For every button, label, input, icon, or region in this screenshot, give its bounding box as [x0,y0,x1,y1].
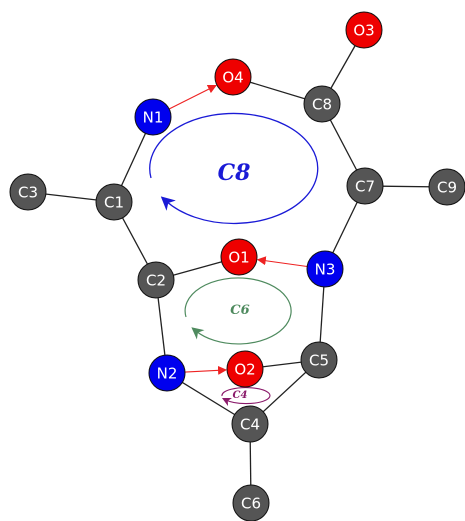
hydrogen-bonds-layer [168,85,308,375]
atom-c5: C5 [300,341,338,379]
atom-c3-node [9,173,47,211]
atom-n3-label: N3 [315,261,336,279]
atom-c5-node [300,341,338,379]
atom-c9: C9 [428,168,465,206]
atom-c8-label: C8 [312,96,332,114]
atom-n3: N3 [306,250,344,288]
atom-o2: O2 [226,350,264,388]
atom-o1-node [220,238,258,276]
atom-o2-node [226,350,264,388]
atom-o3: O3 [345,11,383,49]
atom-c4-label: C4 [240,416,260,434]
atom-n1-label: N1 [143,109,164,127]
ring-c6-label: C6 [230,303,249,318]
ring-c8-label: C8 [218,160,251,186]
atom-o1: O1 [220,238,258,276]
atom-o3-node [345,11,383,49]
hbond-n1-o4 [168,85,217,110]
atom-c6-node [232,484,270,521]
atom-c4: C4 [231,405,269,443]
atom-c2-node [137,261,175,299]
atom-o1-label: O1 [228,249,249,267]
ring-c6-arc [184,277,292,345]
atom-c5-label: C5 [309,352,329,370]
atom-n2-node [148,354,186,392]
atom-n2-label: N2 [157,365,178,383]
atom-c1: C1 [95,183,133,221]
hbond-n2-o2 [184,365,228,375]
atom-c9-label: C9 [437,179,457,197]
atom-n3-node [306,250,344,288]
atom-c2: C2 [137,261,175,299]
atom-o2-label: O2 [234,361,255,379]
atom-c1-label: C1 [104,194,124,212]
atom-c3: C3 [9,173,47,211]
atom-c3-label: C3 [18,184,38,202]
ring-c8-arc [149,112,319,225]
atom-c2-label: C2 [146,272,166,290]
atom-c4-node [231,405,269,443]
atom-o3-label: O3 [353,22,374,40]
ring-c6: C6 [184,277,292,345]
atom-c9-node [428,168,465,206]
ring-c4-label: C4 [233,390,248,401]
ring-c4-arc [221,387,271,407]
ring-c8: C8 [149,112,319,225]
atom-c6-label: C6 [241,495,261,513]
atom-c8: C8 [303,85,341,123]
atom-n1: N1 [134,98,172,136]
atom-o4-node [214,58,252,96]
hbond-n3-o1 [256,256,308,268]
atom-c1-node [95,183,133,221]
atom-n2: N2 [148,354,186,392]
ring-c4: C4 [221,387,271,407]
atom-o4: O4 [214,58,252,96]
atom-c6: C6 [232,484,270,521]
atom-c7-label: C7 [355,178,375,196]
atom-c8-node [303,85,341,123]
atom-n1-node [134,98,172,136]
atom-c7: C7 [346,167,384,205]
atom-o4-label: O4 [222,69,243,87]
atom-c7-node [346,167,384,205]
